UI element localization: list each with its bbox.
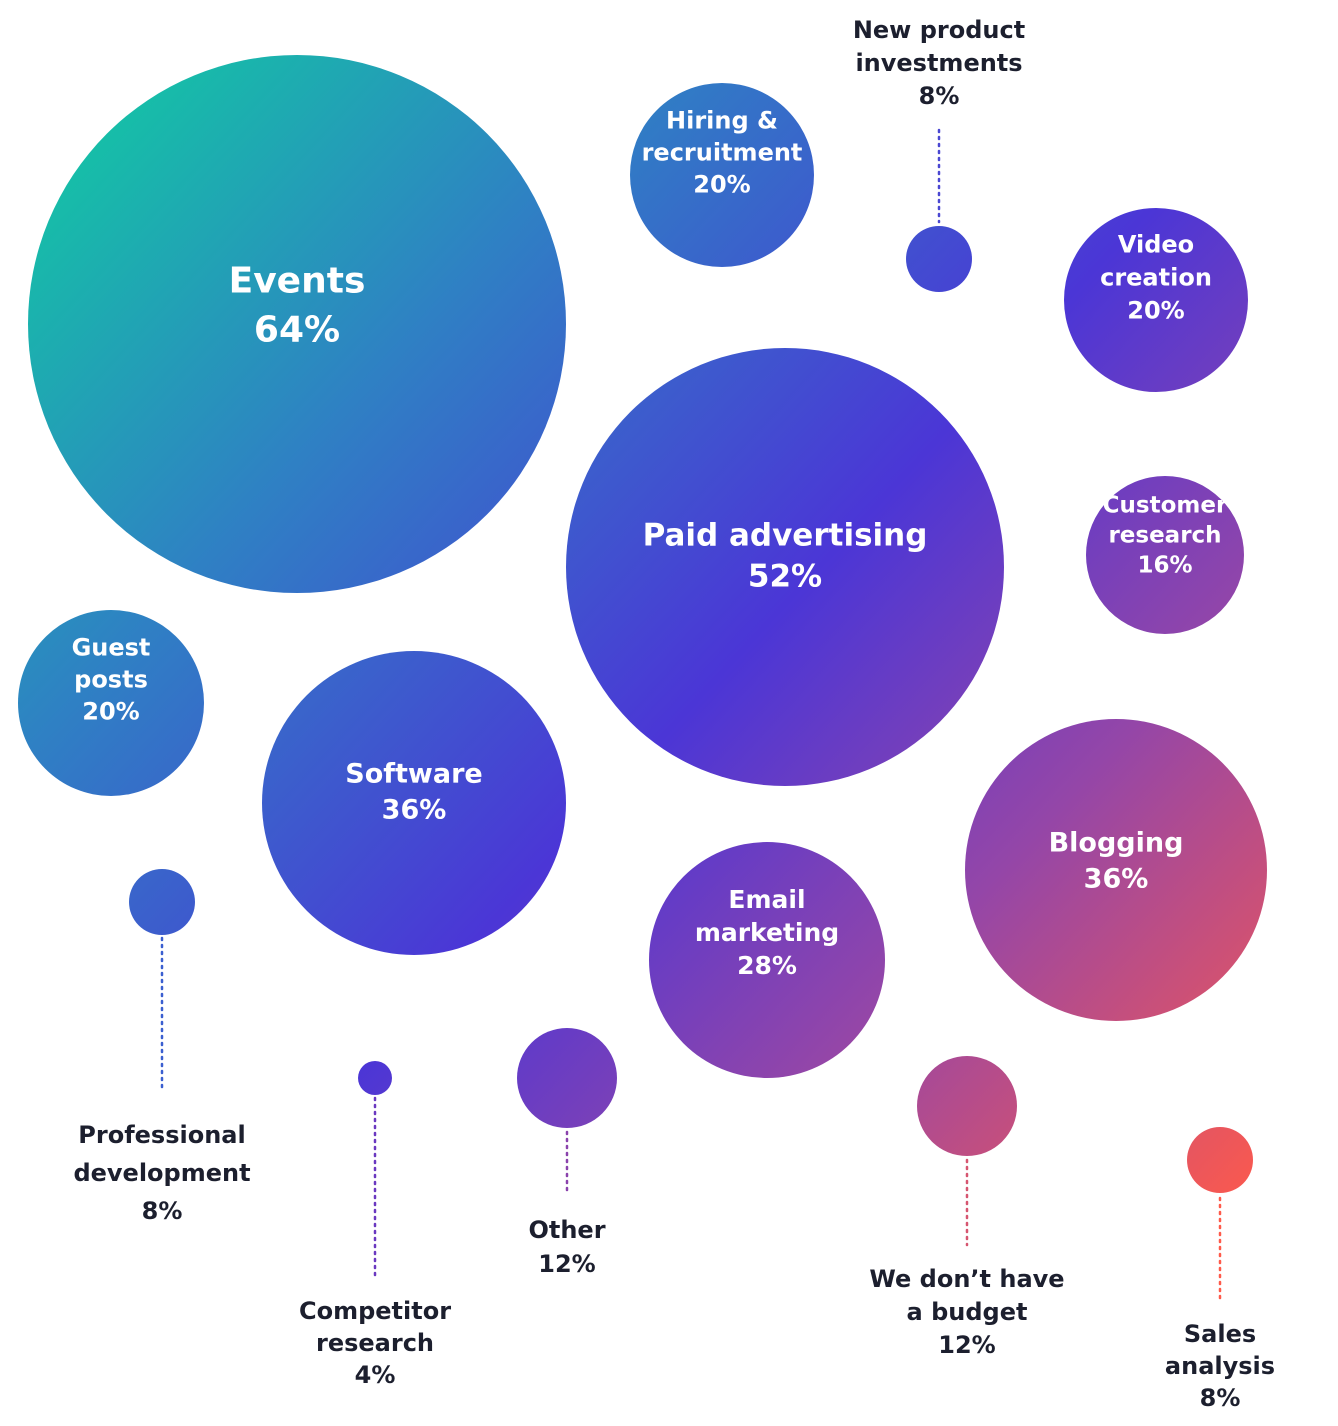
category-label: New product — [853, 16, 1025, 44]
bubble-mark — [649, 842, 885, 1078]
bubble-blogging: Blogging 36% — [965, 719, 1267, 1021]
category-label: marketing — [695, 918, 839, 947]
category-label: Sales — [1184, 1320, 1256, 1348]
value-label: 16% — [1137, 552, 1192, 578]
value-label: 20% — [82, 698, 139, 726]
value-label: 36% — [382, 795, 447, 826]
bubble-mark — [1187, 1127, 1253, 1193]
bubble-mark — [630, 83, 814, 267]
bubble-mark — [906, 226, 972, 292]
category-label: a budget — [907, 1298, 1028, 1326]
value-label: 20% — [1127, 297, 1184, 325]
bubble-customer: Customer research 16% — [1086, 476, 1244, 634]
category-label: Other — [528, 1216, 605, 1244]
bubble-mark — [28, 55, 566, 593]
bubble-hiring: Hiring & recruitment 20% — [630, 83, 814, 267]
bubble-mark — [358, 1061, 392, 1095]
bubble-email: Email marketing 28% — [649, 842, 885, 1078]
category-label: Professional — [78, 1121, 245, 1149]
bubble-mark — [18, 610, 204, 796]
category-label: Video — [1118, 231, 1194, 259]
category-label: Guest — [72, 634, 151, 662]
category-label: Events — [229, 260, 366, 301]
bubble-video: Video creation 20% — [1064, 208, 1248, 392]
category-label: We don’t have — [869, 1265, 1064, 1293]
bubble-professional: Professional development 8% — [73, 869, 251, 1225]
category-label: investments — [855, 49, 1022, 77]
value-label: 20% — [693, 171, 750, 199]
bubble-mark — [517, 1028, 617, 1128]
category-label: research — [1108, 522, 1221, 548]
value-label: 8% — [142, 1197, 183, 1225]
bubble-mark — [566, 348, 1004, 786]
bubble-mark — [965, 719, 1267, 1021]
category-label: Competitor — [299, 1297, 451, 1325]
value-label: 8% — [1200, 1384, 1241, 1412]
bubble-sales: Sales analysis 8% — [1165, 1127, 1275, 1412]
bubble-paid-advertising: Paid advertising 52% — [566, 348, 1004, 786]
value-label: 12% — [538, 1250, 595, 1278]
category-label: creation — [1100, 264, 1212, 292]
category-label: Hiring & — [666, 107, 778, 135]
bubble-mark — [917, 1056, 1017, 1156]
value-label: 36% — [1084, 864, 1149, 895]
bubble-we-don-t-have: We don’t have a budget 12% — [869, 1056, 1065, 1359]
value-label: 64% — [254, 309, 340, 350]
category-label: research — [316, 1329, 434, 1357]
bubble-mark — [262, 651, 566, 955]
category-label: development — [73, 1159, 250, 1187]
value-label: 12% — [938, 1331, 995, 1359]
category-label: Email — [728, 885, 805, 914]
category-label: Paid advertising — [643, 518, 928, 554]
bubble-mark — [129, 869, 195, 935]
bubble-new-product: New product investments 8% — [853, 16, 1025, 292]
bubble-events: Events 64% — [28, 55, 566, 593]
bubble-competitor: Competitor research 4% — [299, 1061, 451, 1389]
category-label: analysis — [1165, 1352, 1275, 1380]
category-label: posts — [74, 666, 148, 694]
category-label: Software — [345, 759, 482, 790]
bubble-mark — [1064, 208, 1248, 392]
value-label: 4% — [355, 1361, 396, 1389]
bubble-mark — [1086, 476, 1244, 634]
bubble-software: Software 36% — [262, 651, 566, 955]
value-label: 8% — [919, 82, 960, 110]
category-label: recruitment — [642, 139, 803, 167]
category-label: Customer — [1103, 492, 1228, 518]
bubble-other: Other 12% — [517, 1028, 617, 1278]
value-label: 52% — [748, 559, 822, 595]
category-label: Blogging — [1049, 828, 1184, 859]
bubble-guest: Guest posts 20% — [18, 610, 204, 796]
value-label: 28% — [737, 951, 797, 980]
